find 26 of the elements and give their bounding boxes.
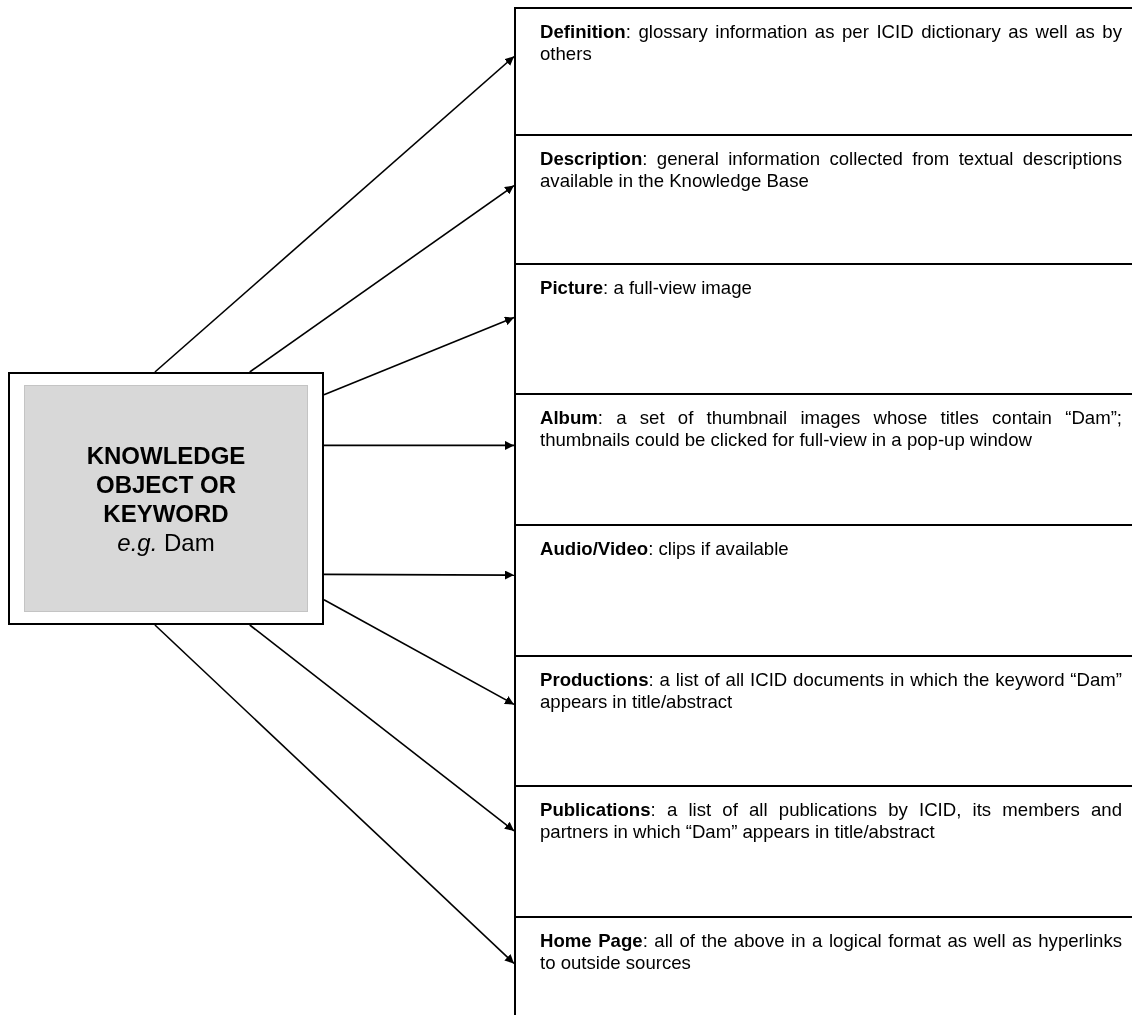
content-row — [514, 785, 1132, 916]
content-row — [514, 916, 1132, 1015]
row-description: Home Page: all of the above in a logical format as well as hyperlinks to outside sources — [540, 930, 1122, 974]
content-row — [514, 655, 1132, 785]
row-description: Publications: a list of all publications by ICID, its members and partners in which “Dam” appears in title/abstract — [540, 799, 1122, 843]
arrow — [248, 184, 515, 373]
arrow — [323, 570, 515, 580]
row-description: Description: general information collected from textual descriptions available in the Knowledge Base — [540, 148, 1122, 192]
arrow — [248, 624, 515, 832]
arrow — [154, 624, 515, 965]
row-description: Picture: a full-view image — [540, 277, 753, 299]
arrow — [323, 316, 515, 396]
content-row — [514, 7, 1132, 134]
row-description: Productions: a list of all ICID documents in which the keyword “Dam” appears in title/abstract — [540, 669, 1122, 713]
arrow — [323, 598, 515, 706]
keyword-box — [8, 372, 324, 625]
content-row — [514, 263, 1132, 393]
row-description: Audio/Video: clips if available — [540, 538, 790, 560]
content-row — [514, 134, 1132, 263]
row-description: Definition: glossary information as per ICID dictionary as well as by others — [540, 21, 1122, 65]
arrow — [323, 440, 515, 450]
row-description: Album: a set of thumbnail images whose titles contain “Dam”; thumbnails could be clicked for full-view in a pop-up window — [540, 407, 1122, 451]
content-row — [514, 524, 1132, 655]
arrow — [154, 55, 515, 373]
example-text: e.g. Dam — [117, 527, 215, 557]
content-row — [514, 393, 1132, 524]
